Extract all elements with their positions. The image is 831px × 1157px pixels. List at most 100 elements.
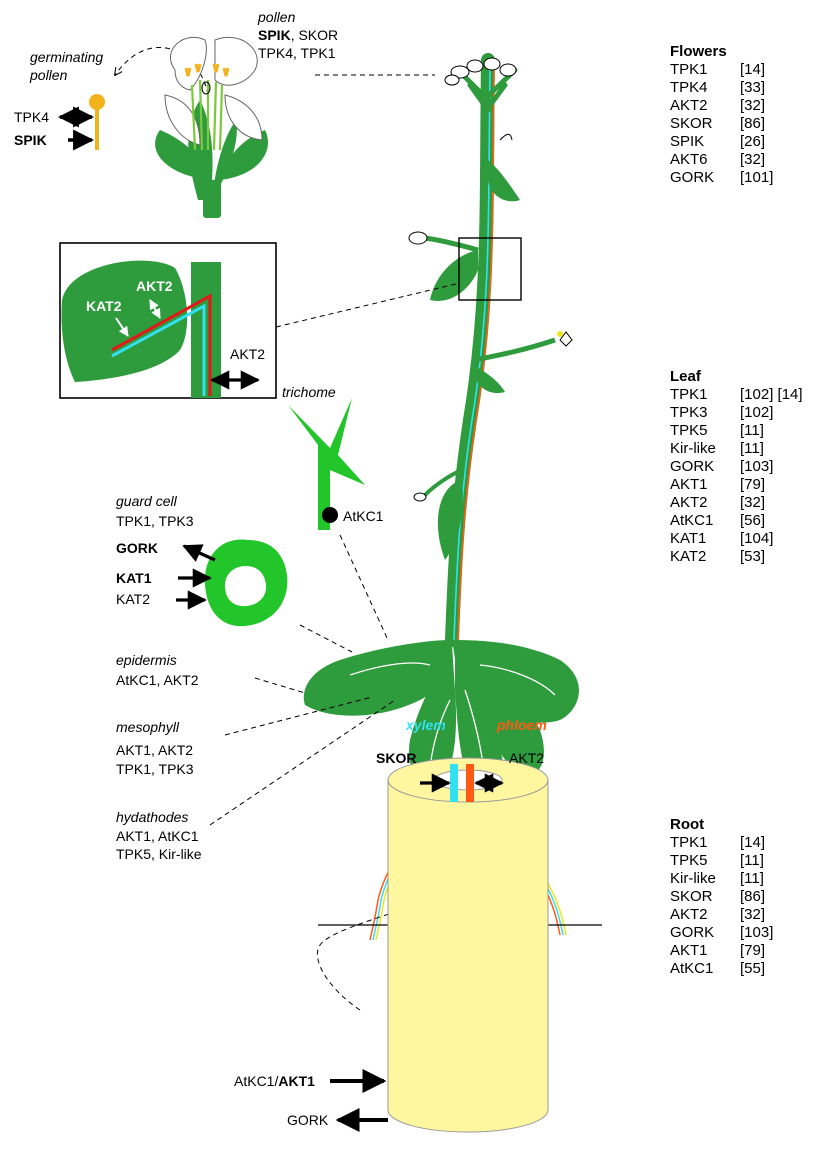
germinating-pollen-title-2: pollen: [30, 66, 67, 84]
table-row: SPIK[26]: [670, 133, 773, 151]
gene-name: KAT1: [670, 530, 740, 548]
table-row: AtKC1[55]: [670, 960, 773, 978]
mesophyll-title: mesophyll: [116, 718, 179, 736]
root-atkc1-prefix: AtKC1/: [234, 1073, 278, 1089]
table-row: AKT6[32]: [670, 151, 773, 169]
gene-name: KAT2: [670, 548, 740, 566]
gene-name: GORK: [670, 169, 740, 187]
mesophyll-line2: TPK1, TPK3: [116, 760, 194, 778]
ref: [103]: [740, 458, 773, 476]
ref: [32]: [740, 97, 765, 115]
gene-name: TPK5: [670, 852, 740, 870]
gene-name: TPK5: [670, 422, 740, 440]
xylem-label: xylem: [406, 716, 446, 734]
table-row: GORK[101]: [670, 169, 773, 187]
guard-cell-title: guard cell: [116, 492, 177, 510]
epidermis-line1: AtKC1, AKT2: [116, 671, 198, 689]
ref: [55]: [740, 960, 765, 978]
gene-name: GORK: [670, 458, 740, 476]
table-row: AKT2[32]: [670, 494, 803, 512]
ref: [14]: [740, 834, 765, 852]
root-table-title: Root: [670, 816, 773, 834]
gene-name: TPK1: [670, 61, 740, 79]
ref: [103]: [740, 924, 773, 942]
hydathodes-line2: TPK5, Kir-like: [116, 845, 202, 863]
gene-name: Kir-like: [670, 870, 740, 888]
ref: [56]: [740, 512, 765, 530]
table-row: AKT1[79]: [670, 476, 803, 494]
table-row: AKT2[32]: [670, 906, 773, 924]
pollen-spik: SPIK: [258, 27, 291, 43]
ref: [11]: [740, 440, 764, 458]
gene-name: Kir-like: [670, 440, 740, 458]
table-row: AKT2[32]: [670, 97, 773, 115]
ref: [32]: [740, 906, 765, 924]
ref: [102]: [740, 404, 773, 422]
table-row: KAT1[104]: [670, 530, 803, 548]
table-row: KAT2[53]: [670, 548, 803, 566]
inset-akt2-right-label: AKT2: [230, 345, 265, 363]
ref: [26]: [740, 133, 765, 151]
root-table: Root TPK1[14] TPK5[11] Kir-like[11] SKOR…: [670, 816, 773, 978]
gene-name: SKOR: [670, 115, 740, 133]
germinating-tpk4: TPK4: [14, 108, 49, 126]
pollen-line2: TPK4, TPK1: [258, 44, 336, 62]
table-row: TPK1[14]: [670, 834, 773, 852]
ref: [33]: [740, 79, 765, 97]
gene-name: SPIK: [670, 133, 740, 151]
ref: [11]: [740, 422, 764, 440]
leaf-table-title: Leaf: [670, 368, 803, 386]
root-gork-label: GORK: [287, 1111, 328, 1129]
hydathodes-line1: AKT1, AtKC1: [116, 827, 198, 845]
ref: [102] [14]: [740, 386, 803, 404]
root-akt1-bold: AKT1: [278, 1073, 315, 1089]
flowers-table: Flowers TPK1[14] TPK4[33] AKT2[32] SKOR[…: [670, 43, 773, 187]
table-row: TPK1[14]: [670, 61, 773, 79]
trichome-title: trichome: [282, 383, 336, 401]
ref: [53]: [740, 548, 765, 566]
table-row: TPK4[33]: [670, 79, 773, 97]
table-row: AKT1[79]: [670, 942, 773, 960]
pollen-skor: , SKOR: [291, 27, 338, 43]
gene-name: GORK: [670, 924, 740, 942]
table-row: TPK5[11]: [670, 422, 803, 440]
gene-name: AKT1: [670, 476, 740, 494]
table-row: TPK3[102]: [670, 404, 803, 422]
ref: [104]: [740, 530, 773, 548]
root-skor-label: SKOR: [376, 749, 416, 767]
pollen-line1: SPIK, SKOR: [258, 26, 338, 44]
pollen-title: pollen: [258, 8, 295, 26]
leaf-inset: [60, 243, 276, 398]
ref: [14]: [740, 61, 765, 79]
ref: [11]: [740, 870, 764, 888]
leaf-table: Leaf TPK1[102] [14] TPK3[102] TPK5[11] K…: [670, 368, 803, 566]
trichome-atkc1: AtKC1: [343, 507, 383, 525]
gene-name: AtKC1: [670, 960, 740, 978]
root-atkc1-akt1-label: AtKC1/AKT1: [234, 1072, 315, 1090]
gene-name: AtKC1: [670, 512, 740, 530]
ref: [101]: [740, 169, 773, 187]
gene-name: TPK1: [670, 834, 740, 852]
root-cylinder: [330, 758, 548, 1132]
gene-name: AKT1: [670, 942, 740, 960]
root-akt2-label: AKT2: [509, 749, 544, 767]
table-row: TPK1[102] [14]: [670, 386, 803, 404]
table-row: AtKC1[56]: [670, 512, 803, 530]
mesophyll-line1: AKT1, AKT2: [116, 741, 193, 759]
ref: [11]: [740, 852, 764, 870]
guard-cell-kat1: KAT1: [116, 569, 152, 587]
gene-name: TPK4: [670, 79, 740, 97]
table-row: GORK[103]: [670, 924, 773, 942]
inset-akt2-label: AKT2: [136, 277, 173, 295]
germinating-pollen-title-1: germinating: [30, 48, 103, 66]
ref: [86]: [740, 115, 765, 133]
hydathodes-title: hydathodes: [116, 808, 188, 826]
table-row: SKOR[86]: [670, 115, 773, 133]
gene-name: AKT2: [670, 97, 740, 115]
flowers-table-title: Flowers: [670, 43, 773, 61]
phloem-label: phloem: [497, 716, 547, 734]
gene-name: AKT2: [670, 494, 740, 512]
inset-kat2-label: KAT2: [86, 297, 122, 315]
gene-name: AKT6: [670, 151, 740, 169]
flower-illustration: [155, 37, 268, 218]
